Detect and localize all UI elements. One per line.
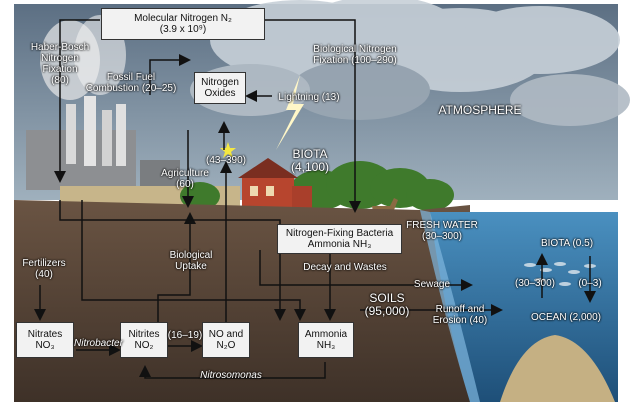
- ocean-right-flux-label: (0–3): [578, 278, 602, 289]
- emission-star-icon: [220, 142, 236, 158]
- bio-uptake-line1: Biological: [169, 250, 213, 261]
- biological-uptake-label: Biological Uptake: [156, 250, 226, 272]
- arrow-nitrosomonas: [139, 362, 326, 379]
- soils-label: SOILS (95,000): [352, 292, 422, 318]
- nitrogen-oxides-line2: Oxides: [204, 88, 236, 99]
- fertilizers-label: Fertilizers (40): [14, 258, 74, 280]
- nitrobacter-label: Nitrobacter: [74, 338, 123, 349]
- bio-fix-line2: Fixation (100–290): [313, 55, 397, 66]
- fossil-line2: Combustion (20–25): [85, 83, 177, 94]
- haber-line1: Haber-Bosch: [30, 42, 90, 53]
- soils-line2: (95,000): [364, 304, 410, 318]
- arrow-to-ammonia: [81, 200, 306, 321]
- nitrites-box: Nitrites NO₂: [120, 322, 168, 358]
- fertilizers-line1: Fertilizers: [22, 258, 66, 269]
- fossil-line1: Fossil Fuel: [106, 72, 156, 83]
- nitrates-line1: Nitrates: [27, 329, 63, 340]
- ammonia-box: Ammonia NH₃: [298, 322, 354, 358]
- molecular-nitrogen-title: Molecular Nitrogen N₂: [134, 13, 232, 24]
- ammonia-line2: NH₃: [316, 340, 336, 351]
- biological-fixation-label: Biological Nitrogen Fixation (100–290): [300, 44, 410, 66]
- soils-line1: SOILS: [369, 291, 405, 305]
- flow-arrows: [34, 19, 596, 379]
- arrow-to-no: [59, 200, 286, 321]
- runoff-line1: Runoff and: [435, 304, 485, 315]
- fresh-water-line2: (30–300): [421, 231, 463, 242]
- sewage-label: Sewage: [413, 279, 451, 290]
- ocean-biota-label: BIOTA (0.5): [540, 238, 594, 249]
- no-n2o-box: NO and N₂O: [202, 322, 250, 358]
- decay-label: Decay and Wastes: [303, 262, 387, 273]
- lightning-label: Lightning (13): [278, 92, 340, 103]
- arrow-haber-bosch: [54, 19, 100, 183]
- arrow-sewage: [259, 250, 473, 291]
- haber-line3: Fixation: [42, 64, 78, 75]
- seafloor-mound: [500, 335, 615, 402]
- nitrites-no-label: (16–19): [167, 330, 203, 341]
- nitrogen-oxides-line1: Nitrogen: [201, 77, 239, 88]
- nitrates-box: Nitrates NO₃: [16, 322, 74, 358]
- biota-line1: BIOTA: [292, 147, 328, 161]
- fossil-fuel-label: Fossil Fuel Combustion (20–25): [76, 72, 186, 94]
- biota-line2: (4,100): [290, 160, 330, 174]
- arrow-biological-uptake: [157, 212, 196, 330]
- bio-fix-line1: Biological Nitrogen: [313, 44, 397, 55]
- ammonia-line1: Ammonia: [304, 329, 348, 340]
- runoff-line2: Erosion (40): [432, 315, 488, 326]
- waterfall: [420, 210, 480, 402]
- biota-label: BIOTA (4,100): [280, 148, 340, 174]
- haber-line2: Nitrogen: [41, 53, 79, 64]
- fresh-water-line1: FRESH WATER: [406, 220, 478, 231]
- runoff-label: Runoff and Erosion (40): [420, 304, 500, 326]
- bacteria-line1: Nitrogen-Fixing Bacteria: [285, 228, 394, 239]
- haber-line4: (80): [51, 75, 69, 86]
- bacteria-box: Nitrogen-Fixing Bacteria Ammonia NH₃: [277, 224, 402, 254]
- nitrates-line2: NO₃: [35, 340, 55, 351]
- fresh-water-label: FRESH WATER (30–300): [404, 220, 480, 242]
- agriculture-label: Agriculture (60): [145, 168, 225, 190]
- agriculture-line1: Agriculture: [161, 168, 209, 179]
- no-n2o-line2: N₂O: [216, 340, 236, 351]
- bacteria-line2: Ammonia NH₃: [307, 239, 372, 250]
- fish-school: [524, 262, 596, 286]
- fertilizers-line2: (40): [35, 269, 53, 280]
- arrow-fossil-fuel: [149, 54, 191, 95]
- agriculture-line2: (60): [176, 179, 194, 190]
- bio-uptake-line2: Uptake: [175, 261, 207, 272]
- no-n2o-line1: NO and: [208, 329, 244, 340]
- nitrites-line1: Nitrites: [128, 329, 160, 340]
- nitrogen-oxides-box: Nitrogen Oxides: [194, 72, 246, 104]
- molecular-nitrogen-box: Molecular Nitrogen N₂ (3.9 x 10⁹): [101, 8, 265, 40]
- ocean-label: OCEAN (2,000): [530, 312, 602, 323]
- arrow-biological-fixation: [265, 19, 361, 213]
- ocean-left-flux-label: (30–300): [514, 278, 556, 289]
- nitrosomonas-label: Nitrosomonas: [200, 370, 262, 381]
- emission-label: (43–390): [205, 155, 247, 166]
- lightning-icon: [276, 75, 304, 150]
- nitrites-line2: NO₂: [134, 340, 154, 351]
- haber-bosch-label: Haber-Bosch Nitrogen Fixation (80): [20, 42, 100, 86]
- atmosphere-label: ATMOSPHERE: [438, 103, 522, 117]
- molecular-nitrogen-amount: (3.9 x 10⁹): [159, 24, 207, 35]
